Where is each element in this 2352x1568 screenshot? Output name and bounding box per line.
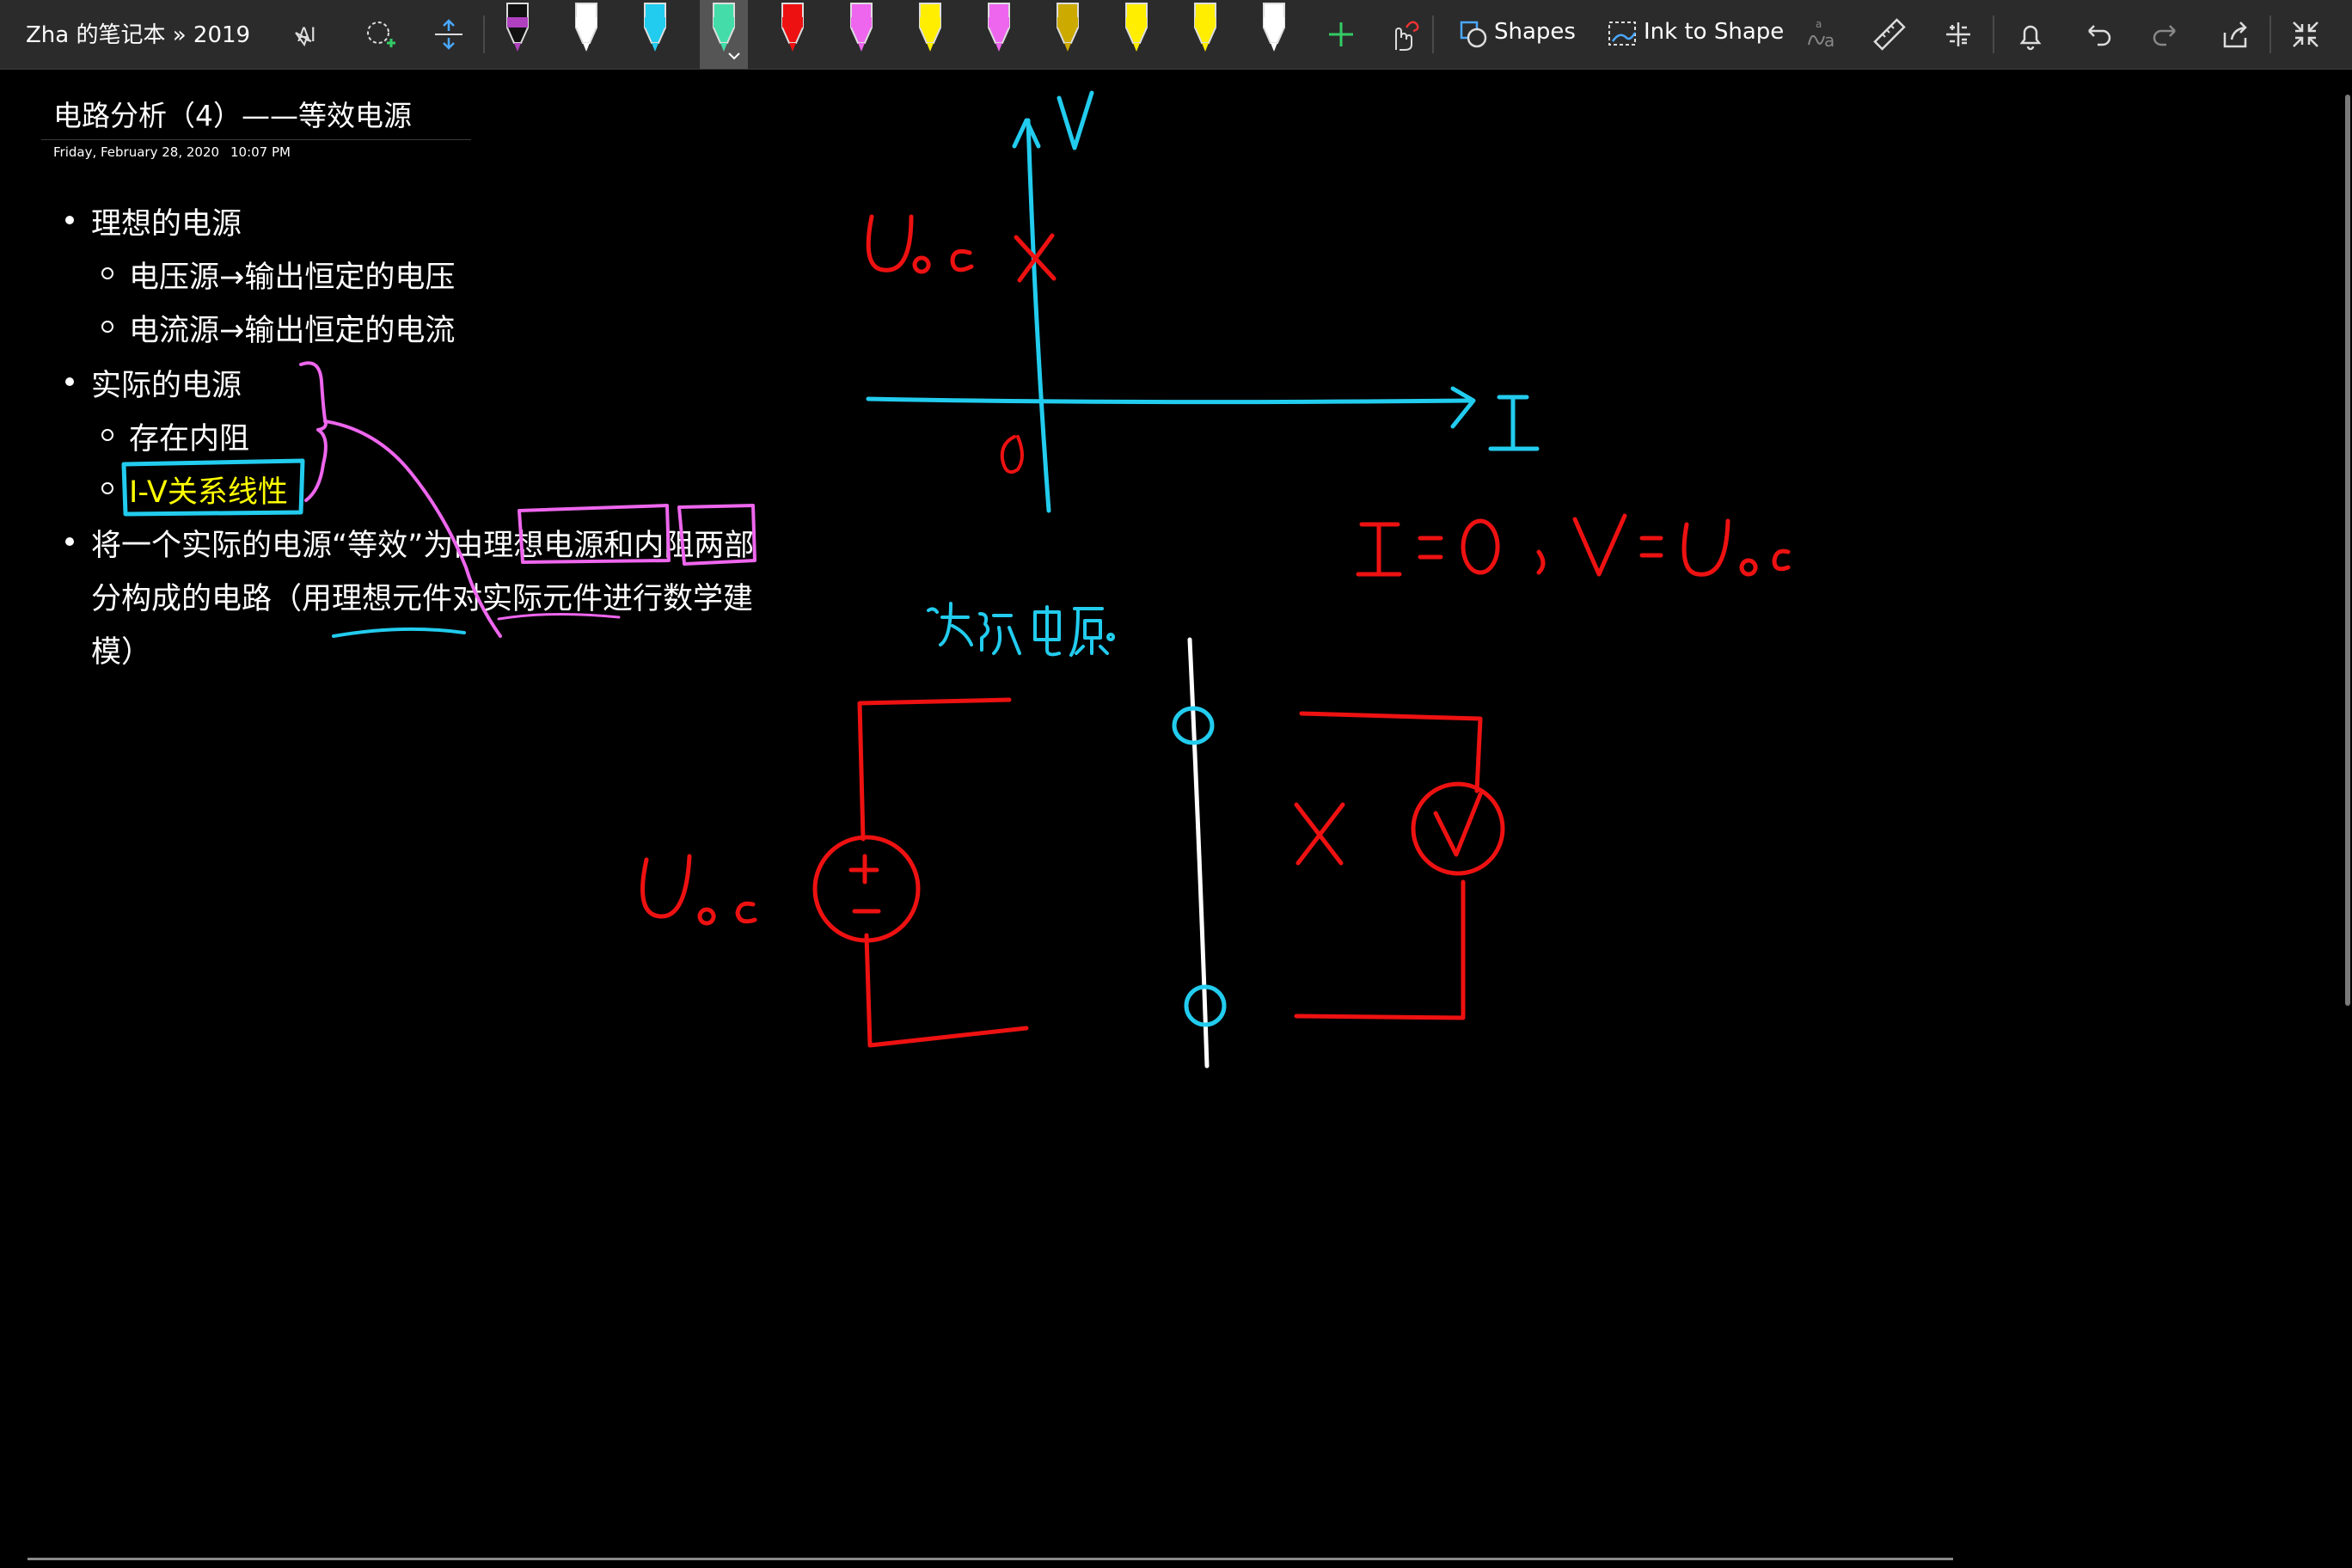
outline-bullet-equivalent-line1[interactable]: 将一个实际的电源“等效”为由理想电源和内阻两部: [91, 529, 755, 563]
page-time: 10:07 PM: [230, 144, 291, 160]
ink-terminal-bottom: [1184, 984, 1227, 1027]
ink-ammeter-circle: [1411, 781, 1505, 876]
svg-text:a: a: [1816, 18, 1822, 30]
bullet-dot: [65, 537, 74, 546]
undo-icon[interactable]: [2075, 12, 2120, 57]
ink-box-iv: [121, 458, 305, 517]
bullet-dot: [65, 377, 74, 386]
notebook-title[interactable]: Zha 的笔记本 » 2019: [26, 22, 251, 48]
add-space-icon[interactable]: [426, 12, 471, 57]
redo-icon[interactable]: [2144, 12, 2189, 57]
ink-source-plus-minus: [848, 854, 881, 914]
page-bottom-rule: [28, 1558, 1953, 1560]
ink-to-shape-icon[interactable]: [1601, 12, 1645, 57]
toolbar: Zha 的笔记本 » 2019 AI Shapes Ink to Shape a…: [0, 0, 2352, 70]
pen-pink-icon[interactable]: [837, 0, 885, 69]
outline-sub-internal-resistance[interactable]: 存在内阻: [129, 422, 250, 456]
pen-yellow-2-icon[interactable]: [1181, 0, 1229, 69]
ink-i-glyph: [1488, 395, 1540, 451]
page-title[interactable]: 电路分析（4）——等效电源: [53, 99, 412, 132]
toolbar-separator: [2269, 15, 2271, 53]
outline-bullet-ideal-source[interactable]: 理想的电源: [91, 207, 242, 242]
outline-sub-current-source[interactable]: 电流源→输出恒定的电流: [129, 314, 456, 348]
pen-violet-icon[interactable]: [975, 0, 1023, 69]
toolbar-separator: [1432, 15, 1434, 53]
outline-sub-voltage-source[interactable]: 电压源→输出恒定的电压: [129, 260, 456, 295]
ink-source-circle: [812, 835, 921, 943]
touch-draw-icon[interactable]: [1381, 12, 1425, 57]
ink-terminal-top: [1172, 706, 1215, 745]
title-divider: [41, 139, 471, 140]
collapse-fullscreen-icon[interactable]: [2283, 12, 2328, 57]
pen-white-icon[interactable]: [562, 0, 610, 69]
ruler-icon[interactable]: [1867, 12, 1912, 57]
ink-circuit-left: [857, 697, 1029, 1048]
pen-cyan-icon[interactable]: [631, 0, 679, 69]
ink-divider-line: [1187, 637, 1210, 1069]
ink-ammeter-v-glyph: [1433, 792, 1483, 857]
ink-arrow-horizontal: [1450, 386, 1476, 429]
page-date: Friday, February 28, 2020: [53, 144, 220, 160]
outline-bullet-real-source[interactable]: 实际的电源: [91, 369, 242, 403]
shapes-icon[interactable]: [1451, 12, 1496, 57]
svg-text:a: a: [1824, 30, 1834, 51]
ink-uoc-axis-glyph: [866, 214, 974, 274]
ink-connector: [323, 420, 502, 638]
highlighter-green-icon[interactable]: [700, 0, 748, 69]
ink-circuit-right: [1294, 711, 1483, 1020]
bullet-ring: [101, 321, 113, 333]
bullet-ring: [101, 267, 113, 279]
math-icon[interactable]: [1936, 12, 1981, 57]
ink-real-source-glyph: [927, 602, 1116, 657]
ink-to-shape-button[interactable]: Ink to Shape: [1644, 19, 1785, 45]
pen-white-2-icon[interactable]: [1250, 0, 1298, 69]
type-select-icon[interactable]: AI: [289, 12, 334, 57]
ink-axis-horizontal: [866, 396, 1474, 405]
share-icon[interactable]: [2213, 12, 2257, 57]
ink-open-circuit-x: [1294, 802, 1345, 866]
lasso-select-icon[interactable]: [358, 12, 402, 57]
ink-equation-glyph: [1356, 513, 1791, 577]
bell-icon[interactable]: [2008, 12, 2053, 57]
pen-yellow-icon[interactable]: [906, 0, 954, 69]
outline-sub-iv-linear[interactable]: I-V关系线性: [129, 475, 288, 510]
ink-underline-real-element: [497, 612, 621, 621]
bullet-ring: [101, 482, 113, 494]
ink-uoc-mark: [1014, 233, 1057, 283]
vertical-scrollbar[interactable]: [2345, 95, 2350, 1006]
ink-v-glyph: [1057, 90, 1094, 150]
pen-gold-icon[interactable]: [1044, 0, 1092, 69]
shapes-button[interactable]: Shapes: [1494, 19, 1576, 45]
outline-bullet-equivalent-line2[interactable]: 分构成的电路（用理想元件对实际元件进行数学建: [91, 582, 754, 616]
highlighter-yellow-icon[interactable]: [1112, 0, 1161, 69]
ink-box-internal-resistance: [677, 504, 756, 566]
ink-box-ideal-source: [518, 504, 671, 564]
ink-brace: [299, 361, 328, 502]
ink-source-uoc-glyph: [640, 854, 757, 926]
ink-underline-ideal-element: [332, 627, 466, 638]
ink-arrow-vertical: [1012, 118, 1041, 149]
ink-origin-glyph: [1000, 435, 1024, 474]
add-pen-icon[interactable]: [1319, 12, 1363, 57]
bullet-dot: [65, 216, 74, 224]
toolbar-separator: [483, 15, 485, 53]
pen-red-icon[interactable]: [769, 0, 817, 69]
outline-bullet-equivalent-line3[interactable]: 模）: [91, 635, 152, 670]
bullet-ring: [101, 429, 113, 441]
ink-axis-vertical: [1026, 118, 1051, 513]
pen-black-icon[interactable]: [493, 0, 542, 69]
toolbar-separator: [1993, 15, 1994, 53]
